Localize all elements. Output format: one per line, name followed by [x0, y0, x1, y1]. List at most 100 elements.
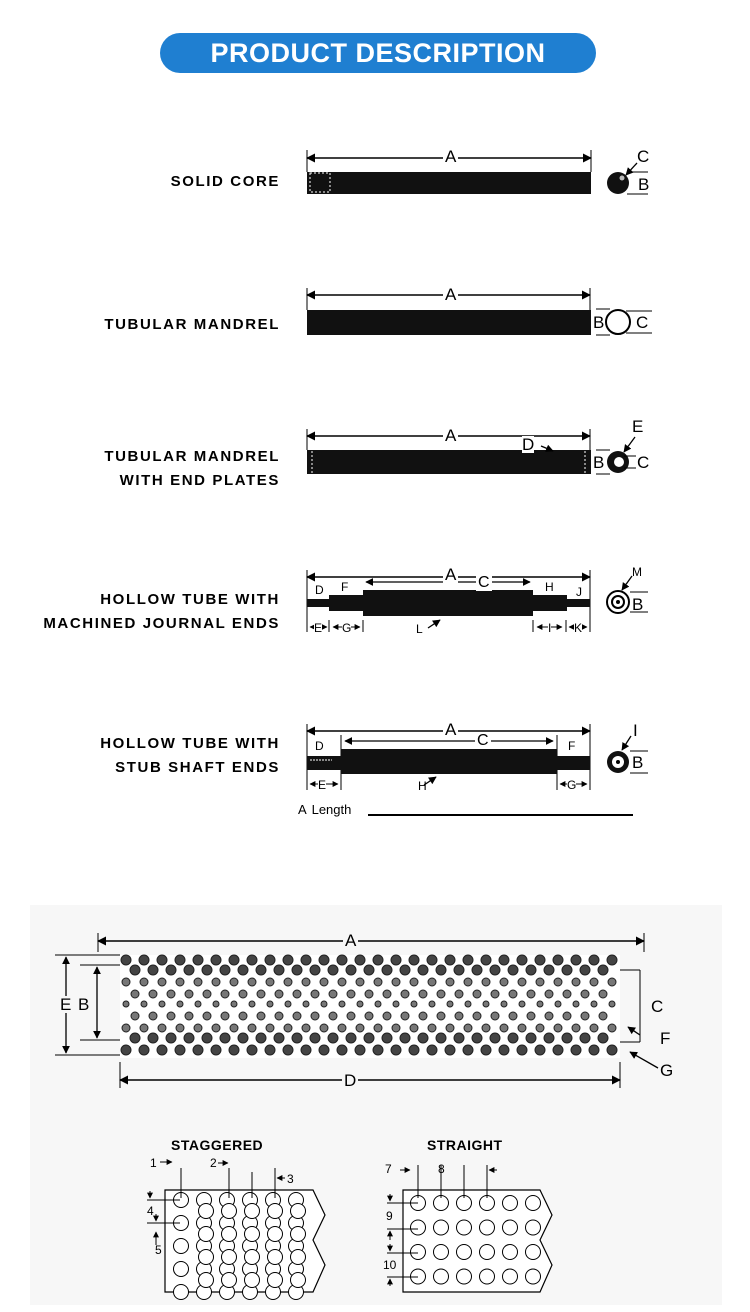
roller-hole — [318, 1044, 330, 1056]
straight-hole — [456, 1244, 472, 1260]
stag-dim-3: 3 — [287, 1172, 294, 1186]
label-hollow-tube-journal: HOLLOW TUBE WITH MACHINED JOURNAL ENDS — [43, 591, 280, 632]
stag-hole — [244, 1272, 260, 1288]
straight-dim-10: 10 — [383, 1258, 397, 1272]
roller-hole — [237, 964, 249, 976]
roller-hole — [354, 954, 366, 966]
roller-hole — [580, 989, 590, 999]
straight-hole — [502, 1195, 518, 1211]
stag-hole — [290, 1272, 306, 1288]
roller-hole — [454, 989, 464, 999]
roller-hole — [156, 1044, 168, 1056]
roller-dim-b: B — [78, 995, 90, 1014]
roller-hole — [498, 954, 510, 966]
roller-hole — [246, 954, 258, 966]
dim-g-stub: G — [567, 778, 577, 792]
straight-hole — [433, 1244, 449, 1260]
dim-d-stub: D — [315, 739, 324, 753]
roller-hole — [553, 977, 563, 987]
roller-hole — [517, 1023, 527, 1033]
roller-hole — [201, 964, 213, 976]
straight-dim-8: 8 — [438, 1162, 445, 1176]
roller-hole — [184, 989, 194, 999]
dim-a-solid: A — [443, 147, 459, 166]
dim-b-tubular: B — [593, 313, 605, 332]
solid-core-drawing — [306, 150, 648, 195]
stag-dim-1: 1 — [150, 1156, 157, 1170]
roller-hole — [309, 1032, 321, 1044]
roller-hole — [570, 1044, 582, 1056]
stag-dim-2: 2 — [210, 1156, 217, 1170]
dim-c-tubular: C — [636, 313, 649, 332]
roller-hole — [193, 977, 203, 987]
roller-hole — [436, 989, 446, 999]
roller-hole — [148, 989, 158, 999]
roller-hole — [400, 989, 410, 999]
roller-hole — [391, 977, 401, 987]
dim-d-journal: D — [315, 583, 324, 597]
roller-hole — [147, 964, 159, 976]
roller-hole — [238, 1011, 248, 1021]
stag-hole — [290, 1203, 306, 1219]
dim-i-stub: I — [633, 721, 638, 740]
dim-m-journal: M — [632, 565, 642, 579]
straight-hole — [502, 1244, 518, 1260]
stub-tube-body — [341, 749, 557, 774]
roller-hole — [175, 1023, 185, 1033]
roller-hole — [219, 1032, 231, 1044]
roller-hole — [408, 1044, 420, 1056]
roller-hole — [194, 1000, 202, 1008]
length-prefix: A — [298, 802, 306, 817]
label-tubular-mandrel: TUBULAR MANDREL — [104, 316, 280, 333]
roller-hole — [472, 989, 482, 999]
roller-hole — [426, 954, 438, 966]
roller-hole — [337, 1023, 347, 1033]
roller-hole — [489, 1032, 501, 1044]
stag-hole — [221, 1203, 237, 1219]
roller-hole — [327, 964, 339, 976]
straight-holes — [410, 1195, 541, 1285]
straight-pattern-drawing — [387, 1165, 553, 1293]
roller-hole — [373, 1023, 383, 1033]
roller-hole — [525, 1032, 537, 1044]
roller-hole — [228, 1044, 240, 1056]
roller-dim-f: F — [660, 1029, 671, 1048]
roller-hole — [319, 977, 329, 987]
roller-hole — [130, 1011, 140, 1021]
roller-hole — [589, 1023, 599, 1033]
stag-hole — [221, 1226, 237, 1242]
roller-hole — [355, 1023, 365, 1033]
label-hollow-tube-stub: HOLLOW TUBE WITH STUB SHAFT ENDS — [100, 735, 280, 776]
roller-hole — [552, 954, 564, 966]
roller-hole — [228, 954, 240, 966]
staggered-pattern-drawing — [147, 1159, 326, 1300]
roller-hole — [193, 1023, 203, 1033]
length-field: A Length — [298, 802, 351, 817]
stag-hole — [198, 1249, 214, 1265]
stag-hole — [244, 1249, 260, 1265]
roller-hole — [608, 1000, 616, 1008]
roller-hole — [543, 964, 555, 976]
roller-hole — [327, 1032, 339, 1044]
roller-hole — [463, 1023, 473, 1033]
roller-hole — [409, 1023, 419, 1033]
roller-hole — [138, 954, 150, 966]
roller-hole — [372, 1044, 384, 1056]
roller-hole — [499, 1023, 509, 1033]
roller-hole — [238, 989, 248, 999]
roller-hole — [444, 1044, 456, 1056]
roller-hole — [247, 1023, 257, 1033]
dim-a-endplates: A — [443, 426, 459, 445]
roller-hole — [283, 977, 293, 987]
roller-hole — [120, 954, 132, 966]
roller-hole — [364, 989, 374, 999]
roller-hole — [607, 1023, 617, 1033]
roller-hole — [381, 964, 393, 976]
roller-hole — [273, 1032, 285, 1044]
roller-hole — [328, 1011, 338, 1021]
roller-hole — [264, 954, 276, 966]
roller-hole — [121, 1023, 131, 1033]
roller-hole — [319, 1023, 329, 1033]
roller-dim-d: D — [342, 1071, 359, 1090]
